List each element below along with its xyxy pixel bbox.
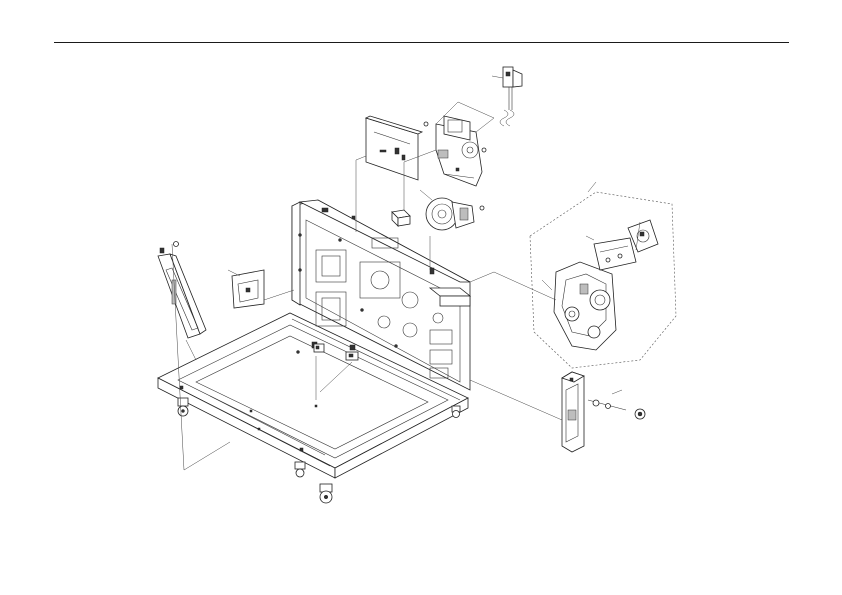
screw — [296, 350, 300, 354]
caster-front-left — [177, 397, 189, 417]
sensor-actuator — [502, 66, 523, 110]
header-rule — [54, 42, 789, 43]
side-guide-left — [157, 241, 207, 339]
detail-callout — [529, 191, 677, 369]
small-switch-2 — [345, 351, 359, 361]
lift-motor — [425, 197, 485, 231]
right-cover-unit — [561, 371, 585, 453]
leader-lines — [171, 75, 641, 471]
caster-rear — [294, 405, 461, 478]
mounting-plate — [231, 269, 265, 309]
connector-bracket — [391, 209, 411, 227]
gear-shaft — [587, 399, 646, 420]
pwb-board — [364, 115, 429, 181]
caster-front-right — [319, 483, 333, 504]
rear-frame-panel — [291, 199, 472, 391]
drive-unit-upper — [435, 115, 487, 187]
base-frame — [157, 312, 469, 479]
small-switch-1 — [313, 343, 325, 353]
